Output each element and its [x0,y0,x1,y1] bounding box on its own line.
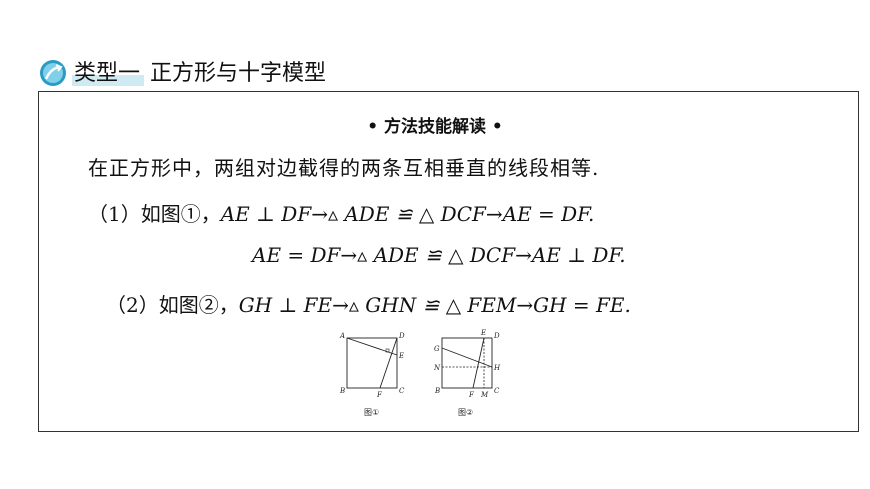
fig2-label-b: B [434,387,440,395]
figure-1: A D E B F C 图① [339,332,405,417]
fig1-right-angle [385,348,390,353]
fig2-label-d: D [493,332,500,340]
fig2-label-g: G [434,345,440,353]
fig2-segment-fe [472,337,485,389]
case-one-line: （1）如图①，AE ⊥ DF→▵ ADE ≌ △ DCF→AE = DF. [88,198,594,227]
case-one-prefix: （1）如图①， [88,202,221,226]
fig1-label-d: D [398,332,405,340]
fig2-square [441,337,493,389]
method-title: • 方法技能解读 • [367,117,503,137]
fig2-label-c: C [494,387,500,395]
case-one-converse-formula: AE = DF→▵ ADE ≌ △ DCF→AE ⊥ DF. [252,243,626,267]
figure-2: E D G N H B F M C 图② [433,329,501,417]
fig2-label-n: N [433,364,441,372]
fig2-label-e: E [480,329,486,337]
section-header: 类型一正方形与十字模型 [38,56,858,92]
fig1-square [346,337,398,389]
case-one-formula: AE ⊥ DF→▵ ADE ≌ △ DCF→AE = DF. [220,202,595,226]
case-two-formula: GH ⊥ FE→▵ GHN ≌ △ FEM→GH = FE. [238,293,631,317]
case-two-prefix: （2）如图②， [106,293,239,317]
fig2-label-h: H [493,364,501,372]
fig1-segment-ae [346,337,398,356]
section-title: 类型一正方形与十字模型 [72,56,326,92]
fig2-label-m: M [480,391,489,399]
fig2-caption: 图② [458,408,473,417]
fig1-label-a: A [339,332,345,340]
fig2-segment-gh [441,347,493,368]
method-statement: 在正方形中，两组对边截得的两条互相垂直的线段相等. [88,156,600,180]
fig1-caption: 图① [364,408,379,417]
fig1-label-e: E [398,352,404,360]
content-box [38,91,859,432]
case-two-line: （2）如图②，GH ⊥ FE→▵ GHN ≌ △ FEM→GH = FE. [106,289,631,318]
arrow-badge-icon [40,60,66,86]
fig1-label-b: B [339,387,345,395]
case-one-converse: AE = DF→▵ ADE ≌ △ DCF→AE ⊥ DF. [252,243,626,267]
geometry-figures: A D E B F C 图① E D G N H B F M C 图② [339,329,501,417]
fig2-label-f: F [468,391,475,399]
type-label: 类型一 [72,61,145,86]
fig1-label-f: F [376,391,383,399]
fig1-label-c: C [399,387,405,395]
fig1-segment-df [379,337,398,389]
topic-title: 正方形与十字模型 [150,61,327,86]
